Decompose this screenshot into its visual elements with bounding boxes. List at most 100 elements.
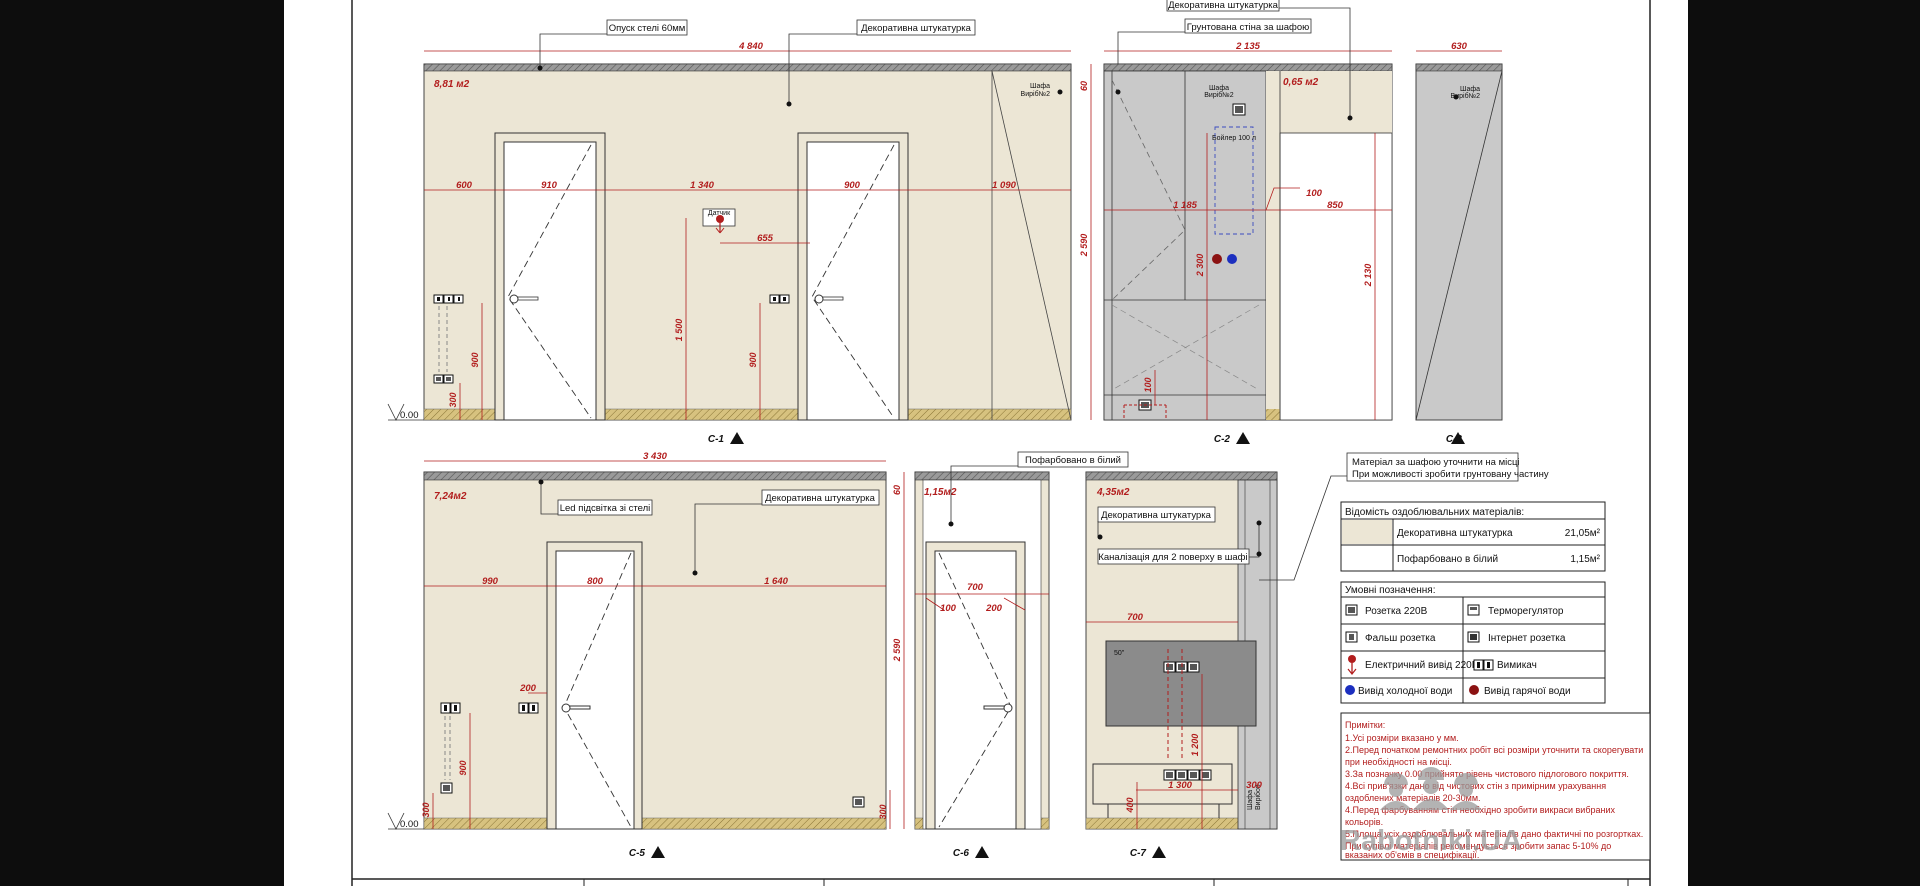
dim-100b: 100: [1143, 377, 1153, 392]
legend-item: Інтернет розетка: [1488, 633, 1566, 644]
dim-c5-300: 300: [421, 802, 431, 817]
wardrobe-label: Виріб№2: [1021, 90, 1051, 98]
dim-2590: 2 590: [1079, 234, 1089, 258]
wardrobe-label: Виріб№2: [1451, 92, 1481, 100]
dim-c5-width: 3 430: [643, 451, 667, 462]
door-c5: [555, 550, 635, 830]
callout-material-note-2: При можливості зробити грунтовану частин…: [1352, 469, 1549, 480]
dim-1340: 1 340: [690, 180, 714, 191]
wardrobe-label: Шафа: [1030, 83, 1050, 90]
wardrobe-label: Вирібов: [1254, 784, 1262, 810]
callout-deco-plaster: Декоративна штукатурка: [861, 23, 972, 34]
dim-655: 655: [757, 233, 774, 244]
wardrobe-label: Шафа: [1247, 790, 1254, 810]
view-label-c7: C-7: [1130, 848, 1147, 859]
dim-900: 900: [844, 180, 861, 191]
callout-sewer: Каналізація для 2 поверху в шафі: [1098, 552, 1247, 563]
legend-item: Вивід холодної води: [1358, 686, 1452, 697]
watermark-text: Rabotniki.UA: [1340, 825, 1522, 857]
sensor-label: Датчик: [708, 210, 731, 217]
dim-910: 910: [541, 180, 558, 191]
dim-c1-width: 4 840: [738, 41, 763, 52]
electric-outlet-icon: [1348, 655, 1356, 663]
callout-deco-plaster-c5: Декоративна штукатурка: [765, 493, 876, 504]
dim-c7-300: 300: [1246, 780, 1263, 791]
note-line: при необхідності на місці.: [1345, 757, 1452, 767]
dim-1640: 1 640: [764, 576, 788, 587]
note-line: При купівлі матеріалів рекомендується зр…: [1345, 841, 1611, 851]
dim-850: 850: [1327, 200, 1344, 211]
callout-led: Led підсвітка зі стелі: [560, 503, 651, 514]
notes-block: Примітки: 1.Усі розміри вказано у мм. 2.…: [1340, 712, 1651, 861]
dim-1500: 1 500: [674, 319, 684, 342]
dim-2130: 2 130: [1363, 264, 1373, 288]
dim-60: 60: [1079, 81, 1089, 91]
legend-item: Фальш розетка: [1365, 633, 1436, 644]
view-label-c1: C-1: [708, 434, 725, 445]
materials-row-value: 21,05м²: [1565, 528, 1601, 539]
door-c6: [934, 550, 1017, 830]
wardrobe-label: Шафа: [1460, 86, 1480, 93]
area-c6: 1,15м2: [924, 487, 957, 498]
level-zero-b: 0.00: [400, 819, 419, 830]
notes-title: Примітки:: [1345, 720, 1385, 730]
dim-2300: 2 300: [1195, 254, 1205, 278]
area-c5: 7,24м2: [434, 491, 467, 502]
dim-c6-60: 60: [892, 485, 902, 495]
note-line: 5.Площа усіх оздоблювальних матеріалів д…: [1345, 829, 1643, 839]
legend-item: Вивід гарячої води: [1484, 686, 1571, 697]
callout-painted-white: Пофарбовано в білий: [1025, 455, 1121, 466]
dim-990: 990: [482, 576, 499, 587]
elevation-c3: Шафа Виріб№2 630 C-3: [1415, 41, 1503, 445]
tv-size: 50": [1114, 650, 1125, 657]
hot-water-outlet: [1212, 254, 1222, 264]
view-label-c5: C-5: [629, 848, 646, 859]
boiler-label: Бойлер 100 л: [1212, 134, 1256, 142]
elevation-c5: 7,24м2 3 430 990 800 1 640 900 300 200 0…: [387, 451, 887, 859]
materials-row-name: Пофарбовано в білий: [1397, 553, 1498, 565]
hot-water-icon: [1469, 685, 1479, 695]
materials-row-value: 1,15м²: [1570, 554, 1600, 565]
note-line: 1.Усі розміри вказано у мм.: [1345, 733, 1459, 743]
note-line: вказаних об'ємів в специфікації.: [1345, 850, 1479, 860]
legend-item: Вимикач: [1497, 660, 1537, 671]
dim-900a: 900: [470, 352, 480, 367]
floor-hatch: [423, 408, 1072, 421]
workers-logo-icon: [1380, 767, 1482, 810]
dim-c6-100: 100: [940, 603, 957, 614]
ceiling-hatch: [423, 63, 1072, 72]
note-line: 3.За позначку 0.00 прийнято рівень чисто…: [1345, 769, 1629, 779]
level-zero: 0.00: [400, 410, 419, 421]
dim-c6-2590: 2 590: [892, 639, 902, 663]
callout-primed-wall: Грунтована стіна за шафою: [1187, 22, 1310, 33]
legend-table: Умовні позначення: Розетка 220В Терморег…: [1340, 581, 1606, 704]
dim-c6-300: 300: [878, 804, 888, 819]
dim-700: 700: [967, 582, 984, 593]
door-c1-1: [503, 141, 597, 421]
dim-900b: 900: [748, 352, 758, 367]
dim-100: 100: [1306, 188, 1323, 199]
dim-1090: 1 090: [992, 180, 1016, 191]
dim-c5-200: 200: [519, 683, 537, 694]
area-c1: 8,81 м2: [434, 79, 470, 90]
socket-group: [433, 294, 790, 384]
dim-800: 800: [587, 576, 604, 587]
dim-c2-width: 2 135: [1235, 41, 1260, 52]
dim-c7-700: 700: [1127, 612, 1144, 623]
elevation-c2: Бойлер 100 л Шафа Виріб№2 0,65 м2 2 135 …: [1103, 0, 1393, 445]
area-c2: 0,65 м2: [1283, 77, 1319, 88]
wardrobe-label: Виріб№2: [1204, 91, 1234, 99]
note-line: кольорів.: [1345, 817, 1383, 827]
callout-ceiling-drop: Опуск стелі 60мм: [609, 23, 686, 34]
dim-c5-900: 900: [458, 760, 468, 775]
note-line: 2.Перед початком ремонтних робіт всі роз…: [1345, 745, 1643, 755]
wardrobe-label: Шафа: [1209, 85, 1229, 92]
door-c1-2: [806, 141, 900, 421]
cold-water-outlet: [1227, 254, 1237, 264]
dim-1300: 1 300: [1168, 780, 1192, 791]
callout-deco-plaster-c7: Декоративна штукатурка: [1101, 510, 1212, 521]
note-line: оздоблених матеріалів 20-30мм.: [1345, 793, 1481, 803]
view-label-c2: C-2: [1214, 434, 1231, 445]
dim-600: 600: [456, 180, 473, 191]
view-label-c6: C-6: [953, 848, 970, 859]
